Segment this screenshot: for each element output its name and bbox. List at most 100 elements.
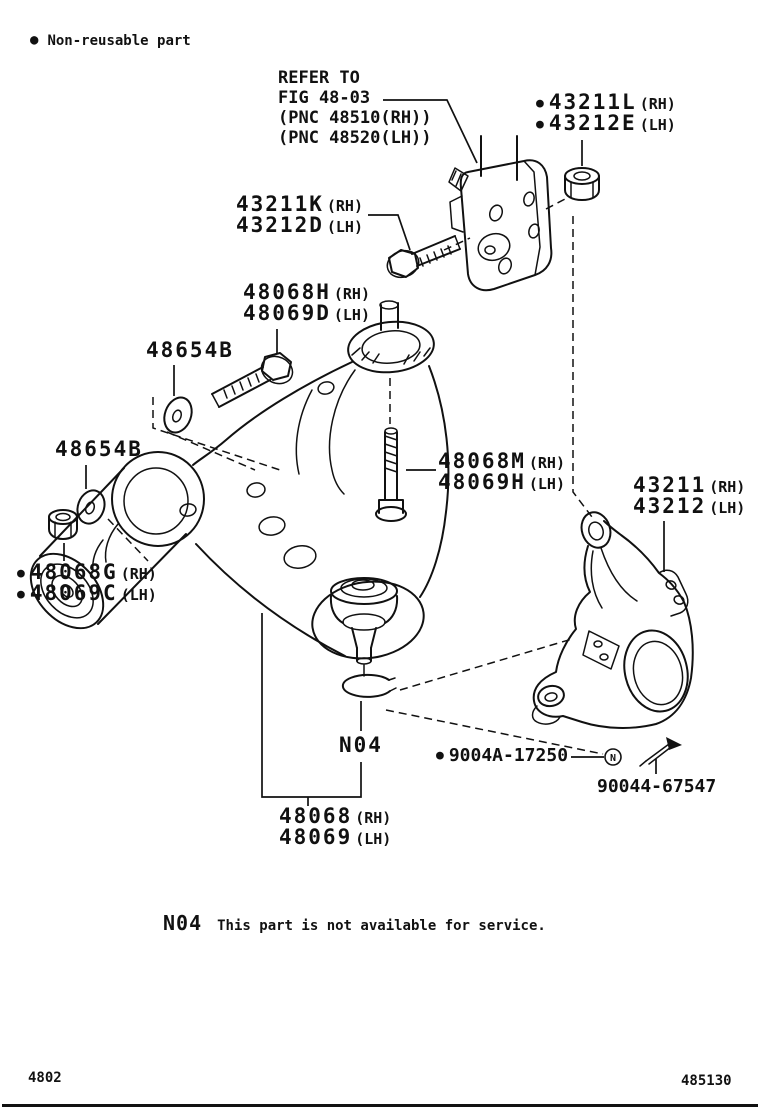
- washer-lower: [76, 489, 106, 525]
- part-label-row: ● 9004A-17250: [436, 745, 568, 766]
- part-number: 48069H: [438, 470, 526, 494]
- figure-number: 485130: [681, 1073, 732, 1089]
- side-indicator: (RH): [709, 478, 746, 496]
- side-indicator: (RH): [528, 454, 565, 472]
- leader-lines: [63, 99, 665, 806]
- part-label-row: ● 48068G (RH): [17, 560, 157, 584]
- lower-control-arm: [29, 300, 450, 660]
- refer-line: (PNC 48520(LH)): [278, 128, 432, 148]
- part-number: 43211K: [236, 192, 324, 216]
- part-label-knuckle: 43211 (RH) 43212 (LH): [633, 473, 746, 518]
- non-reusable-bullet: ●: [536, 117, 544, 132]
- part-number: 48068M: [438, 449, 526, 473]
- service-note: N04 This part is not available for servi…: [163, 911, 546, 935]
- part-number: 48068G: [29, 560, 118, 584]
- part-label-lower-arm: 48068 (RH) 48069 (LH): [279, 804, 392, 849]
- part-number: 48654B: [55, 437, 143, 461]
- refer-line: (PNC 48510(RH)): [278, 108, 432, 128]
- side-indicator: (LH): [709, 499, 746, 517]
- part-number: 90044-67547: [597, 776, 717, 797]
- side-indicator: (LH): [355, 830, 392, 848]
- part-label-washer-lower: 48654B: [55, 439, 143, 460]
- part-label-washer-upper: 48654B: [146, 340, 234, 361]
- snap-ring: [341, 673, 397, 698]
- non-reusable-bullet: ●: [536, 96, 544, 111]
- part-label-row: ● 48069C (LH): [17, 581, 157, 605]
- part-label-arm-rear-bolt: 48068M (RH) 48069H (LH): [438, 449, 565, 494]
- service-code: N04: [339, 733, 383, 757]
- part-number: 43211: [633, 473, 707, 497]
- legend-non-reusable: ● Non-reusable part: [30, 32, 191, 49]
- part-label-row: 48069 (LH): [279, 825, 392, 849]
- steering-knuckle: [531, 511, 694, 729]
- part-label-arm-front-bolt: 48068H (RH) 48069D (LH): [243, 280, 370, 325]
- part-label-row: 48069H (LH): [438, 470, 565, 494]
- part-label-row: 90044-67547: [597, 776, 716, 797]
- arm-front-bolt: [211, 352, 294, 408]
- non-reusable-bullet: ●: [17, 587, 25, 602]
- part-label-row: 48068 (RH): [279, 804, 392, 828]
- ball-joint-nut-marker: N: [604, 748, 622, 766]
- part-label-arm-nut: ● 48068G (RH) ● 48069C (LH): [17, 560, 157, 605]
- washer-upper: [163, 396, 193, 434]
- part-number: 48069D: [243, 301, 331, 325]
- part-label-row: 43212 (LH): [633, 494, 746, 518]
- nut-marker-letter: N: [610, 753, 616, 764]
- part-number: 43212D: [236, 213, 324, 237]
- bottom-rule: [2, 1104, 758, 1107]
- frame-rail-stub: [480, 135, 518, 181]
- side-indicator: (RH): [326, 197, 363, 215]
- part-number: 48069: [279, 825, 353, 849]
- assembly-dashed-lines: [107, 197, 604, 755]
- part-number: 48068: [279, 804, 353, 828]
- part-label-row: ● 43211L (RH): [536, 90, 676, 114]
- arm-rear-bolt: [375, 427, 407, 522]
- legend-label: Non-reusable part: [47, 33, 191, 49]
- part-number: 43212E: [548, 111, 637, 135]
- cotter-pin: [639, 737, 682, 767]
- part-label-stay-nut: ● 43211L (RH) ● 43212E (LH): [536, 90, 676, 135]
- side-indicator: (LH): [120, 586, 157, 604]
- stay-nut: [564, 167, 600, 201]
- side-indicator: (LH): [333, 306, 370, 324]
- side-indicator: (RH): [639, 95, 676, 113]
- side-indicator: (LH): [639, 116, 676, 134]
- part-label-ball-joint-code: N04: [339, 733, 383, 757]
- part-label-row: 48654B: [55, 439, 143, 460]
- part-label-row: 43211 (RH): [633, 473, 746, 497]
- service-note-code: N04: [163, 911, 203, 935]
- part-label-row: ● 43212E (LH): [536, 111, 676, 135]
- side-indicator: (LH): [528, 475, 565, 493]
- part-label-stay-bolt: 43211K (RH) 43212D (LH): [236, 192, 363, 237]
- part-number: 43211L: [548, 90, 637, 114]
- side-indicator: (RH): [120, 565, 157, 583]
- page-number: 4802: [28, 1070, 62, 1086]
- part-number: 48069C: [29, 581, 118, 605]
- part-number: 9004A-17250: [448, 745, 569, 766]
- stay-bolt: [386, 235, 461, 279]
- body-mount-bracket: [448, 159, 553, 292]
- non-reusable-bullet: ●: [17, 566, 25, 581]
- part-label-ball-joint-nut: ● 9004A-17250: [436, 745, 568, 766]
- part-number: 43212: [633, 494, 707, 518]
- refer-to-fig-note: REFER TO FIG 48-03 (PNC 48510(RH)) (PNC …: [278, 68, 432, 148]
- part-label-cotter-pin: 90044-67547: [597, 776, 716, 797]
- non-reusable-bullet: ●: [30, 32, 39, 48]
- part-number: 48068H: [243, 280, 331, 304]
- side-indicator: (RH): [355, 809, 392, 827]
- service-note-text: This part is not available for service.: [217, 918, 546, 934]
- refer-line: REFER TO: [278, 68, 360, 88]
- refer-line: FIG 48-03: [278, 88, 371, 108]
- part-label-row: 48069D (LH): [243, 301, 370, 325]
- side-indicator: (RH): [333, 285, 370, 303]
- ball-joint: [329, 577, 399, 677]
- part-label-row: 48654B: [146, 340, 234, 361]
- part-number: 48654B: [146, 338, 234, 362]
- part-label-row: 43211K (RH): [236, 192, 363, 216]
- arm-nut: [48, 509, 78, 540]
- part-label-row: 43212D (LH): [236, 213, 363, 237]
- part-label-row: 48068H (RH): [243, 280, 370, 304]
- non-reusable-bullet: ●: [436, 748, 444, 763]
